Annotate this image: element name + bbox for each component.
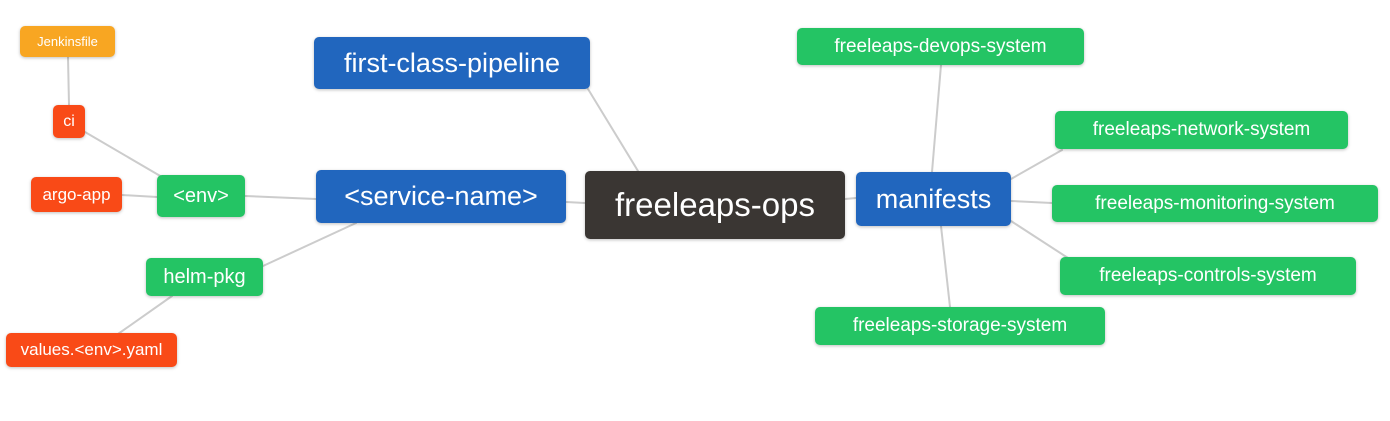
edge-env-service-name xyxy=(244,195,317,200)
node-freeleaps-ops[interactable]: freeleaps-ops xyxy=(585,171,845,239)
edge-manifests-devops xyxy=(931,64,942,173)
edge-ops-manifests xyxy=(844,197,857,200)
node-first-class-pipeline[interactable]: first-class-pipeline xyxy=(314,37,590,89)
edge-argo-app-env xyxy=(121,194,158,198)
node-freeleaps-storage-system[interactable]: freeleaps-storage-system xyxy=(815,307,1105,345)
node-env[interactable]: <env> xyxy=(157,175,245,217)
edge-service-name-helm-pkg xyxy=(262,222,357,267)
edge-manifests-controls xyxy=(1010,220,1069,259)
edge-manifests-monitoring xyxy=(1010,200,1053,204)
node-freeleaps-network-system[interactable]: freeleaps-network-system xyxy=(1055,111,1348,149)
node-helm-pkg[interactable]: helm-pkg xyxy=(146,258,263,296)
node-ci[interactable]: ci xyxy=(53,105,85,138)
edge-service-name-ops xyxy=(565,201,586,204)
edge-manifests-network xyxy=(1010,149,1063,180)
edge-manifests-storage xyxy=(940,225,951,308)
edge-jenkinsfile-ci xyxy=(67,56,70,106)
edge-helm-pkg-values xyxy=(117,295,173,335)
node-argo-app[interactable]: argo-app xyxy=(31,177,122,212)
node-service-name[interactable]: <service-name> xyxy=(316,170,566,223)
node-manifests[interactable]: manifests xyxy=(856,172,1011,226)
edge-pipeline-ops xyxy=(587,88,639,172)
node-jenkinsfile[interactable]: Jenkinsfile xyxy=(20,26,115,57)
edge-ci-env xyxy=(84,131,163,178)
node-freeleaps-controls-system[interactable]: freeleaps-controls-system xyxy=(1060,257,1356,295)
node-freeleaps-devops-system[interactable]: freeleaps-devops-system xyxy=(797,28,1084,65)
node-values-env-yaml[interactable]: values.<env>.yaml xyxy=(6,333,177,367)
node-freeleaps-monitoring-system[interactable]: freeleaps-monitoring-system xyxy=(1052,185,1378,222)
